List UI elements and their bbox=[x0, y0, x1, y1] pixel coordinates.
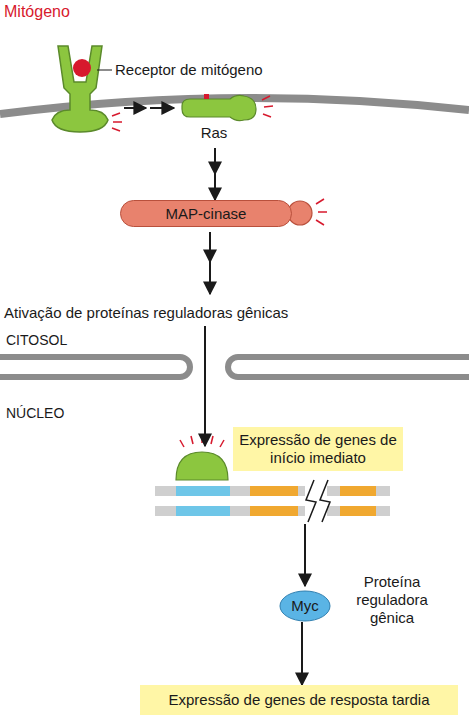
part-label: Receptor de mitógeno bbox=[115, 61, 315, 79]
node-text: Ras bbox=[201, 124, 228, 142]
signal-arrow bbox=[124, 107, 146, 109]
highlight-box: Expressão de genes de resposta tardia bbox=[140, 685, 458, 715]
nuclear-envelope bbox=[228, 357, 469, 377]
ras-shape bbox=[176, 92, 266, 122]
ellipse-fill bbox=[280, 591, 330, 621]
step-label: Ativação de proteínas reguladoras gênica… bbox=[4, 304, 384, 322]
signal-arrow bbox=[204, 326, 206, 446]
ligand-label: Mitógeno bbox=[4, 3, 124, 21]
ras-protein: Ras bbox=[176, 92, 266, 148]
compartment-label: CITOSOL bbox=[6, 331, 106, 349]
signal-arrow bbox=[301, 622, 303, 685]
ras-body bbox=[182, 95, 256, 120]
part-label: Proteína reguladora gênica bbox=[342, 573, 442, 627]
leader-line bbox=[97, 70, 112, 71]
node-text: Expressão de genes de início imediato bbox=[239, 431, 397, 467]
node-text: Myc bbox=[291, 597, 319, 615]
signal-arrow bbox=[209, 232, 211, 294]
signal-arrow bbox=[214, 148, 216, 200]
activation-rays bbox=[112, 96, 327, 447]
nuclear-envelope bbox=[0, 357, 190, 377]
protein-ellipse: Myc bbox=[279, 590, 331, 622]
highlight-box: Expressão de genes de início imediato bbox=[233, 427, 403, 471]
node-text: Expressão de genes de resposta tardia bbox=[169, 691, 430, 709]
signal-arrow bbox=[304, 524, 306, 586]
regulatory-protein bbox=[176, 452, 228, 480]
signal-arrow bbox=[150, 107, 174, 109]
receptor-symbol bbox=[52, 46, 108, 132]
kinase-shape: MAP-cinase bbox=[120, 200, 292, 227]
node-text: MAP-cinase bbox=[166, 205, 247, 223]
dna-strands bbox=[155, 486, 390, 516]
ras-marker bbox=[204, 94, 209, 99]
compartment-label: NÚCLEO bbox=[6, 404, 106, 422]
break-symbol bbox=[306, 480, 330, 522]
mitogen-ball bbox=[73, 59, 91, 77]
